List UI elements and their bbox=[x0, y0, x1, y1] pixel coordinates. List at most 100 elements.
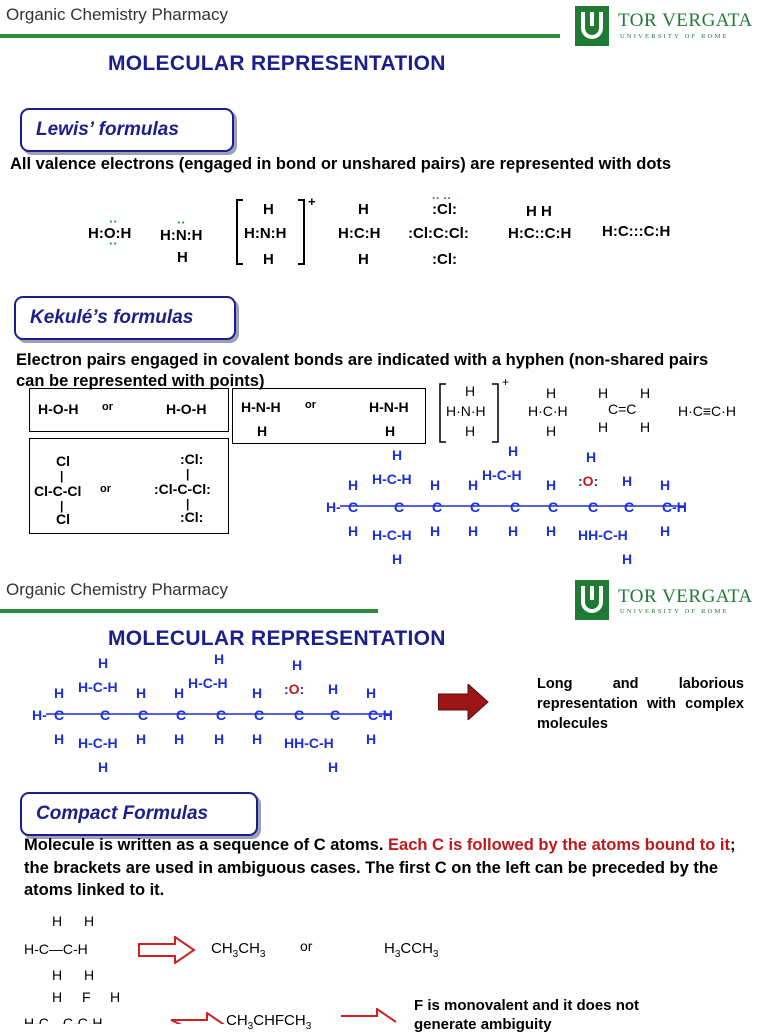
kekule-methane: H·C·H bbox=[528, 403, 568, 419]
university-sub-2: UNIVERSITY OF ROME bbox=[620, 608, 729, 615]
kekule-water-a: H-O-H bbox=[38, 401, 79, 417]
atom: H bbox=[252, 731, 262, 747]
lewis-heading: Lewis’ formulas bbox=[20, 108, 234, 152]
atom: H bbox=[52, 989, 62, 1005]
atom: H-C-H bbox=[372, 527, 412, 543]
atom: HH-C-H bbox=[284, 735, 334, 751]
bond: | bbox=[60, 469, 64, 483]
atom: C bbox=[330, 707, 340, 723]
lewis-amine: H:N:H bbox=[160, 227, 203, 244]
arrow-outline-icon bbox=[341, 1008, 397, 1023]
compact-ex2: CH3CHFCH3 bbox=[226, 1012, 312, 1032]
atom: H-C—C-H bbox=[24, 941, 88, 957]
atom: H bbox=[430, 523, 440, 539]
atom: H bbox=[660, 477, 670, 493]
atom: H bbox=[468, 523, 478, 539]
arrow-outline-icon bbox=[138, 936, 196, 964]
atom: C bbox=[216, 707, 226, 723]
atom: H-C-H bbox=[372, 471, 412, 487]
kekule-ammonium: H·N·H bbox=[446, 403, 486, 419]
atom: H bbox=[508, 523, 518, 539]
blue-structure-2: H- H H C H H-C-H C H-C-H H H C H H C H H… bbox=[32, 652, 393, 775]
atom: H bbox=[328, 681, 338, 697]
atom: H bbox=[54, 685, 64, 701]
atom: C bbox=[470, 499, 480, 515]
atom: H-C—C-C-H bbox=[24, 1015, 103, 1024]
atom: H bbox=[136, 685, 146, 701]
kekule-ethene: C=C bbox=[608, 401, 636, 417]
atom: C bbox=[176, 707, 186, 723]
atom: H bbox=[98, 759, 108, 775]
atom: H bbox=[385, 423, 396, 439]
compact-heading: Compact Formulas bbox=[20, 792, 258, 836]
compact-ex1-a: CH3CH3 bbox=[211, 940, 266, 960]
atom: Cl bbox=[56, 511, 70, 527]
or-label: or bbox=[300, 938, 313, 954]
atom: C bbox=[54, 707, 64, 723]
compact-text-b: ; the brackets are used in ambiguous cas… bbox=[24, 836, 736, 899]
bond: | bbox=[60, 499, 64, 513]
compact-heading-label: Compact Formulas bbox=[36, 803, 209, 824]
atom: H bbox=[54, 731, 64, 747]
atom: C bbox=[624, 499, 634, 515]
atom: :O: bbox=[284, 681, 304, 697]
atom: H bbox=[84, 967, 94, 983]
compact-ex1-b: H3CCH3 bbox=[384, 940, 439, 960]
university-sub: UNIVERSITY OF ROME bbox=[620, 33, 729, 40]
or-label: or bbox=[102, 401, 113, 413]
atom: C-H bbox=[662, 499, 687, 515]
slide2-title: MOLECULAR REPRESENTATION bbox=[108, 627, 446, 650]
fluoropropane-structure: H F H H-C—C-C-H bbox=[24, 989, 120, 1024]
atom: H bbox=[640, 419, 650, 435]
atom: H bbox=[465, 423, 475, 439]
kekule-text: Electron pairs engaged in covalent bonds… bbox=[16, 351, 709, 390]
atom: C bbox=[254, 707, 264, 723]
compact-text: Molecule is written as a sequence of C a… bbox=[24, 834, 744, 902]
atom: H bbox=[348, 523, 358, 539]
atom: H bbox=[348, 477, 358, 493]
atom: H bbox=[98, 655, 108, 671]
kekule-ccl4-box: Cl | Cl-C-Cl | Cl or :Cl: | :Cl-C-Cl: | … bbox=[29, 438, 229, 534]
atom: H bbox=[546, 385, 556, 401]
header-title: Organic Chemistry Pharmacy bbox=[6, 5, 229, 24]
university-logo-icon bbox=[575, 580, 609, 620]
kekule-ccl4-a: Cl-C-Cl bbox=[34, 483, 82, 499]
atom: H bbox=[366, 685, 376, 701]
atom: H bbox=[214, 652, 224, 667]
atom: Cl bbox=[56, 453, 70, 469]
atom: H H bbox=[526, 203, 552, 220]
atom: H bbox=[598, 419, 608, 435]
header-rule bbox=[0, 34, 560, 38]
atom: C bbox=[548, 499, 558, 515]
atom: H bbox=[84, 913, 94, 929]
arrow-outline-icon bbox=[170, 1012, 225, 1024]
charge: + bbox=[308, 194, 316, 209]
kekule-ethyne: H·C≡C·H bbox=[678, 403, 736, 419]
atom: H bbox=[174, 685, 184, 701]
kekule-amine-box: H-N-H H or H-N-H H bbox=[232, 388, 426, 444]
atom: H bbox=[252, 685, 262, 701]
university-name-2: TOR VERGATA bbox=[618, 586, 753, 607]
university-logo-2 bbox=[575, 580, 609, 625]
atom: H bbox=[622, 473, 632, 489]
kekule-water-b: H-O-H bbox=[166, 401, 207, 417]
lp-dots: ·· bbox=[177, 215, 186, 230]
kekule-heading-label: Kekulé’s formulas bbox=[30, 307, 194, 328]
atom: H bbox=[174, 731, 184, 747]
atom: C bbox=[138, 707, 148, 723]
lewis-ethene: H:C::C:H bbox=[508, 225, 571, 242]
charge: + bbox=[502, 376, 509, 389]
lp-dots: ·· bbox=[109, 214, 118, 229]
atom: H bbox=[598, 385, 608, 401]
atom: H bbox=[366, 731, 376, 747]
atom: C bbox=[588, 499, 598, 515]
atom: H bbox=[546, 477, 556, 493]
kekule-structures: + H H·N·H H H H·C·H H H H C=C H H H·C≡C·… bbox=[439, 376, 736, 443]
atom: H bbox=[640, 385, 650, 401]
atom: H bbox=[586, 449, 596, 465]
atom: H bbox=[263, 251, 274, 268]
atom: H- bbox=[326, 499, 341, 515]
atom: H bbox=[358, 201, 369, 218]
atom: :O: bbox=[578, 473, 598, 489]
compact-ex2-note: F is monovalent and it does not generate… bbox=[414, 997, 640, 1033]
